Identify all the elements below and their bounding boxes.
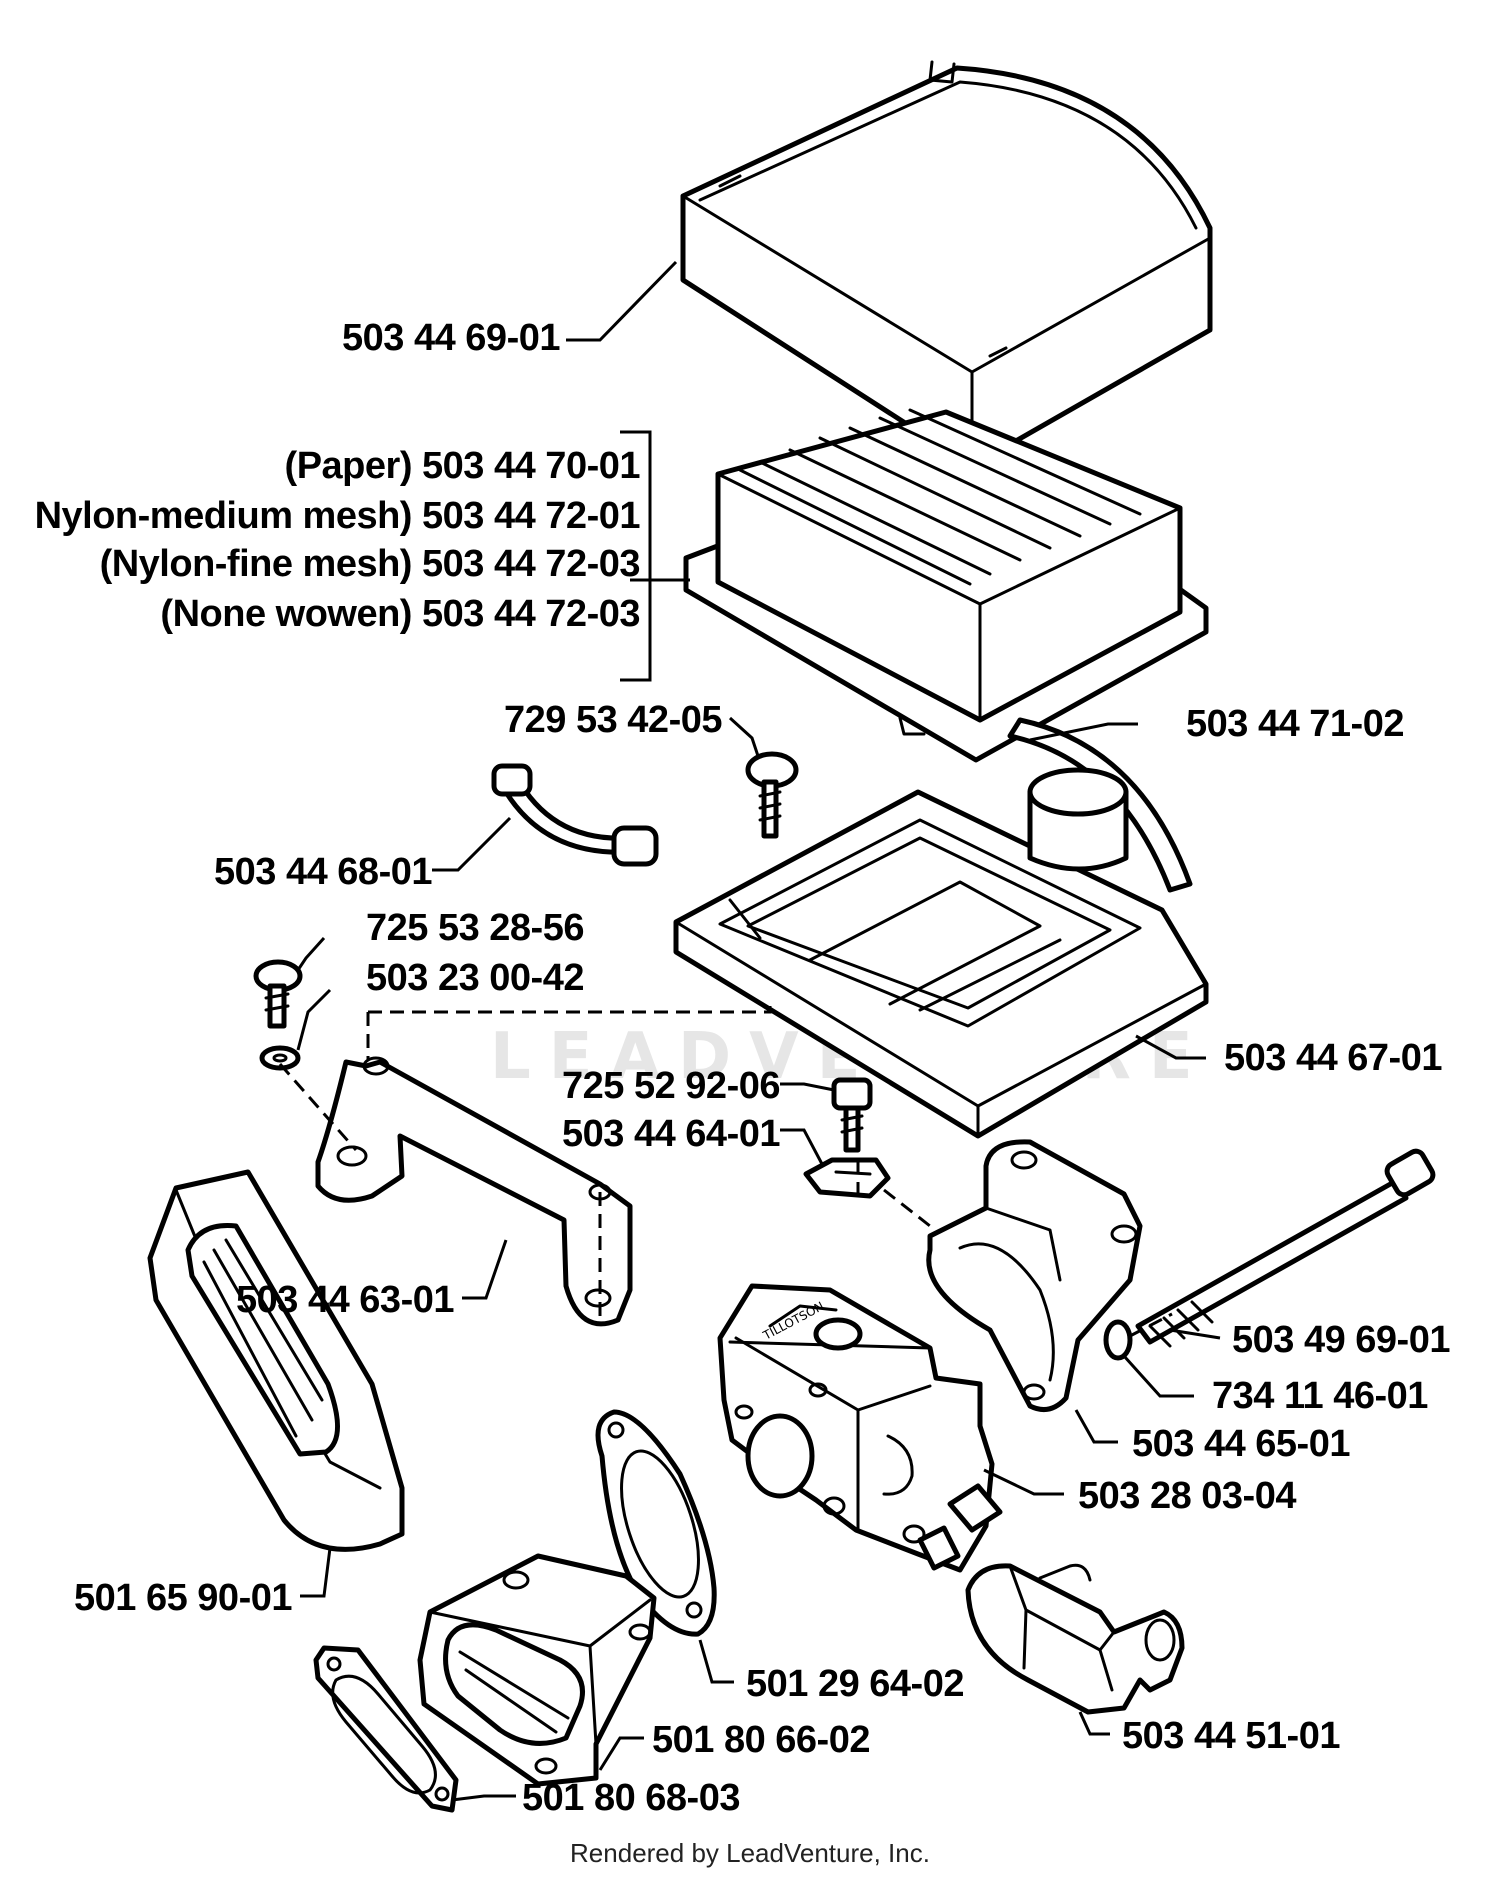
- label-washer-left: 503 23 00-42: [366, 957, 584, 999]
- long-bolt: [1135, 1148, 1436, 1348]
- label-screw-left: 725 53 28-56: [366, 907, 584, 949]
- washer-left: [259, 1045, 301, 1071]
- label-adapter: 501 80 66-02: [652, 1719, 870, 1761]
- carburetor: TILLOTSON: [717, 1283, 1003, 1573]
- washer-bolt: [1103, 1319, 1133, 1361]
- label-screw-top: 729 53 42-05: [504, 699, 722, 741]
- label-filter-base: 503 44 67-01: [1224, 1037, 1442, 1079]
- label-bracket-small: 503 44 64-01: [562, 1113, 780, 1155]
- label-clip: 503 44 68-01: [214, 851, 432, 893]
- bracket-arm: [315, 1056, 633, 1327]
- seal-strip: [1007, 717, 1193, 893]
- gasket-flat: [313, 1645, 459, 1813]
- label-filter-paper: (Paper) 503 44 70-01: [285, 445, 641, 487]
- label-screw-mid: 725 52 92-06: [562, 1065, 780, 1107]
- label-intake-boot: 501 65 90-01: [74, 1577, 292, 1619]
- label-intake-elbow: 503 44 65-01: [1132, 1423, 1350, 1465]
- bracket-small: [803, 1157, 891, 1199]
- adapter: [417, 1553, 657, 1787]
- fuel-pump: [965, 1563, 1185, 1715]
- leader-lines: [296, 260, 1221, 1802]
- label-long-bolt: 503 49 69-01: [1232, 1319, 1450, 1361]
- air-filter-element: [683, 408, 1209, 763]
- clip: [491, 763, 659, 867]
- air-filter-cover: [680, 60, 1213, 469]
- label-cover: 503 44 69-01: [342, 317, 560, 359]
- part-labels: 503 44 69-01 (Paper) 503 44 70-01 Nylon-…: [35, 317, 1451, 1819]
- screw-top: [745, 751, 799, 839]
- assembly-lines: [278, 1006, 1173, 1338]
- label-filter-nylon-fine: (Nylon-fine mesh) 503 44 72-03: [100, 543, 640, 585]
- label-gasket-round: 501 29 64-02: [746, 1663, 964, 1705]
- label-fuel-pump: 503 44 51-01: [1122, 1715, 1340, 1757]
- label-gasket-flat: 501 80 68-03: [522, 1777, 740, 1819]
- label-bracket-arm: 503 44 63-01: [236, 1279, 454, 1321]
- label-seal-strip: 503 44 71-02: [1186, 703, 1404, 745]
- label-filter-nylon-medium: Nylon-medium mesh) 503 44 72-01: [35, 495, 641, 537]
- intake-boot: [147, 1169, 405, 1552]
- label-filter-none-woven: (None wowen) 503 44 72-03: [160, 593, 640, 635]
- label-washer-bolt: 734 11 46-01: [1212, 1375, 1428, 1417]
- label-carburetor: 503 28 03-04: [1078, 1475, 1296, 1517]
- intake-elbow: [926, 1139, 1143, 1413]
- screw-mid: [831, 1077, 873, 1153]
- screw-left: [253, 959, 303, 1029]
- air-filter-base: [673, 767, 1209, 1139]
- footer-credit: Rendered by LeadVenture, Inc.: [570, 1838, 930, 1868]
